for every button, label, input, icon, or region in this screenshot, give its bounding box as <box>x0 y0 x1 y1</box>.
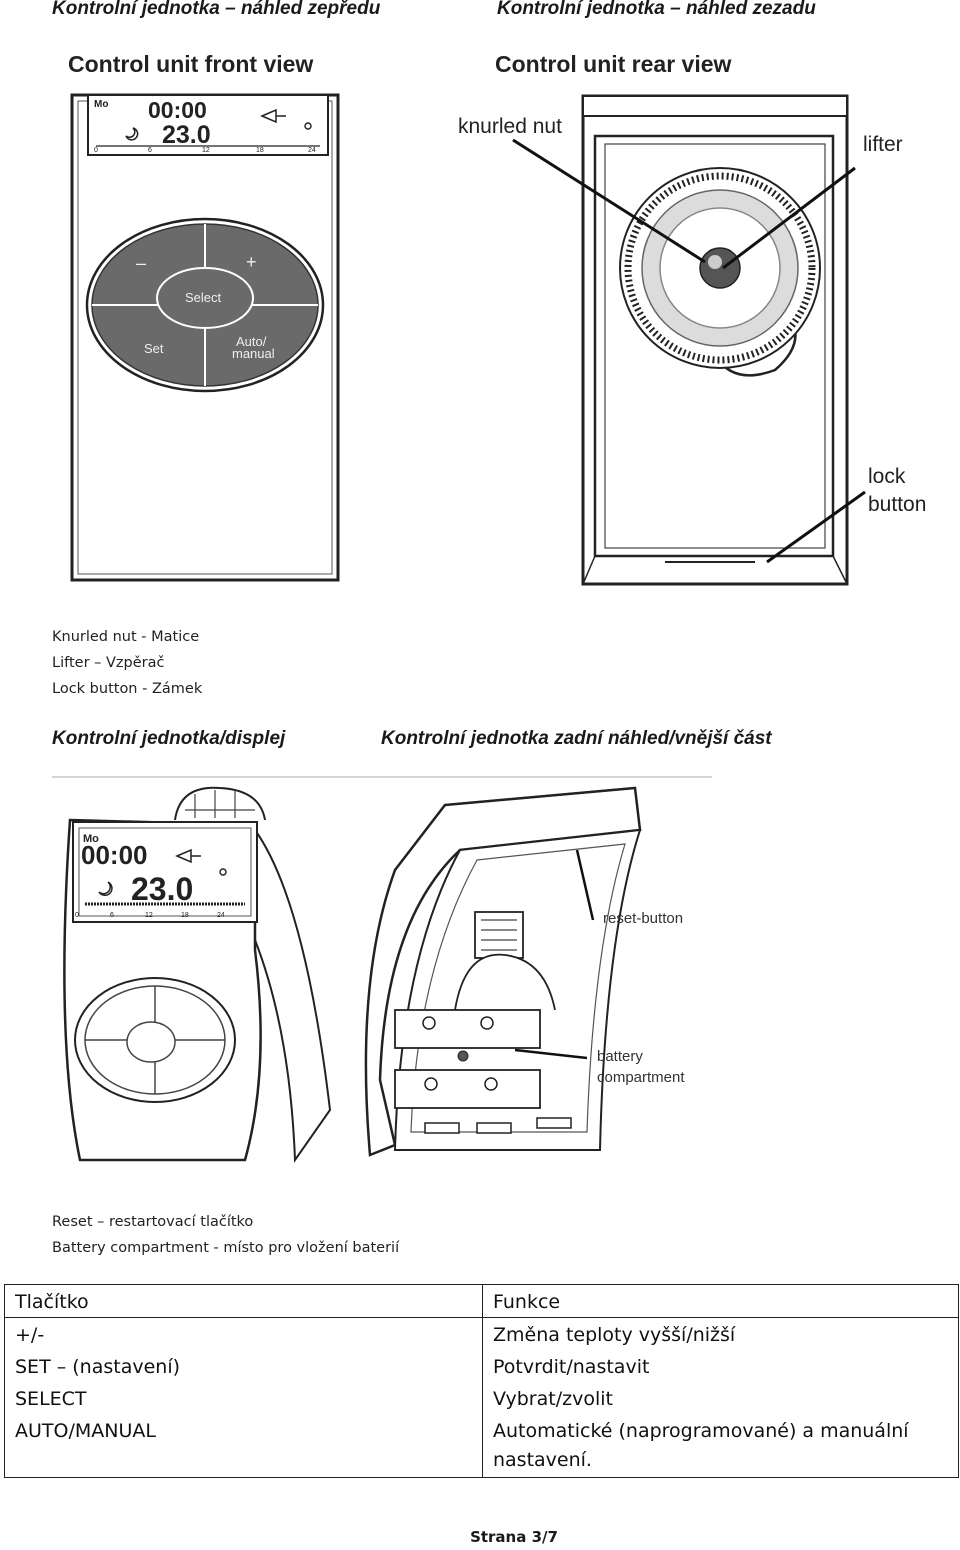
display-heating-icon <box>175 848 201 864</box>
rear-view-figure: Control unit rear view knurled nut lifte… <box>458 51 926 586</box>
heading-display: Kontrolní jednotka/displej <box>52 728 286 749</box>
lock-button <box>766 490 866 564</box>
note-lifter: Lifter – Vzpěrač <box>52 655 165 671</box>
auto-button[interactable]: Auto/ <box>236 334 267 349</box>
lock-label-line2: button <box>868 493 926 516</box>
manual-button[interactable]: manual <box>232 346 275 361</box>
divider <box>52 776 712 778</box>
heading-front-view: Kontrolní jednotka – náhled zepředu <box>52 0 381 19</box>
svg-text:0: 0 <box>94 147 98 154</box>
heading-rear-view: Kontrolní jednotka – náhled zezadu <box>497 0 816 19</box>
knurled-nut-label: knurled nut <box>458 115 562 138</box>
front-view-title: Control unit front view <box>68 51 313 77</box>
lock-label-line1: lock <box>868 465 906 488</box>
table-row: AUTO/MANUAL Automatické (naprogramované)… <box>4 1414 959 1478</box>
front-time: 00:00 <box>148 97 207 123</box>
set-button[interactable]: Set <box>144 341 164 356</box>
rear-view-title: Control unit rear view <box>495 51 732 77</box>
table-row: SET – (nastavení) Potvrdit/nastavit <box>4 1350 959 1382</box>
header-function: Funkce <box>482 1284 959 1318</box>
plus-button[interactable]: + <box>246 252 257 272</box>
svg-text:6: 6 <box>148 147 152 154</box>
display-moon-icon <box>98 881 113 897</box>
header-button: Tlačítko <box>4 1284 483 1318</box>
svg-text:6: 6 <box>110 912 114 919</box>
select-button[interactable] <box>156 267 254 329</box>
select-label: Select <box>185 290 222 305</box>
svg-text:18: 18 <box>256 147 264 154</box>
svg-text:18: 18 <box>181 912 189 919</box>
table-row: SELECT Vybrat/zvolit <box>4 1382 959 1414</box>
lifter-label: lifter <box>863 133 903 156</box>
reset-button <box>575 849 595 921</box>
svg-text:0: 0 <box>75 912 79 919</box>
svg-text:12: 12 <box>145 912 153 919</box>
front-temperature: 23.0 <box>162 121 211 149</box>
display-time: 00:00 <box>81 840 148 870</box>
minus-button[interactable]: – <box>136 253 146 273</box>
notes-top: Knurled nut - Matice Lifter – Vzpěrač Lo… <box>52 624 202 702</box>
front-day: Mo <box>94 99 108 110</box>
heating-icon <box>260 108 286 124</box>
battery-label-line1: battery <box>597 1048 643 1065</box>
svg-text:24: 24 <box>217 912 225 919</box>
note-lock-button: Lock button - Zámek <box>52 681 203 697</box>
display-temperature: 23.0 <box>131 871 193 907</box>
note-knurled-nut: Knurled nut - Matice <box>52 629 200 645</box>
notes-bottom: Reset – restartovací tlačítko Battery co… <box>52 1209 399 1261</box>
function-table: Tlačítko Funkce +/- Změna teploty vyšší/… <box>4 1284 959 1478</box>
moon-icon <box>125 127 139 141</box>
display-figure: Mo 00:00 23.0 0 6 12 18 24 <box>63 786 332 1164</box>
battery-label-line2: compartment <box>597 1069 685 1086</box>
heading-rear-outer: Kontrolní jednotka zadní náhled/vnější č… <box>381 728 772 749</box>
svg-text:24: 24 <box>308 147 316 154</box>
front-view-figure: Control unit front view Mo 00:00 23.0 0 … <box>68 51 340 582</box>
note-battery: Battery compartment - místo pro vložení … <box>52 1240 400 1256</box>
knurled-nut <box>699 247 741 289</box>
reset-label: reset-button <box>603 910 683 927</box>
battery-slot-1 <box>394 1009 541 1049</box>
table-row: +/- Změna teploty vyšší/nižší <box>4 1317 959 1350</box>
note-reset: Reset – restartovací tlačítko <box>52 1214 254 1230</box>
battery-slot-2 <box>394 1069 541 1109</box>
table-header-row: Tlačítko Funkce <box>4 1284 959 1318</box>
outer-figure: reset-button battery compartment <box>364 786 685 1157</box>
svg-text:12: 12 <box>202 147 210 154</box>
page-number: Strana 3/7 <box>470 1528 558 1546</box>
display-day: Mo <box>83 833 99 845</box>
